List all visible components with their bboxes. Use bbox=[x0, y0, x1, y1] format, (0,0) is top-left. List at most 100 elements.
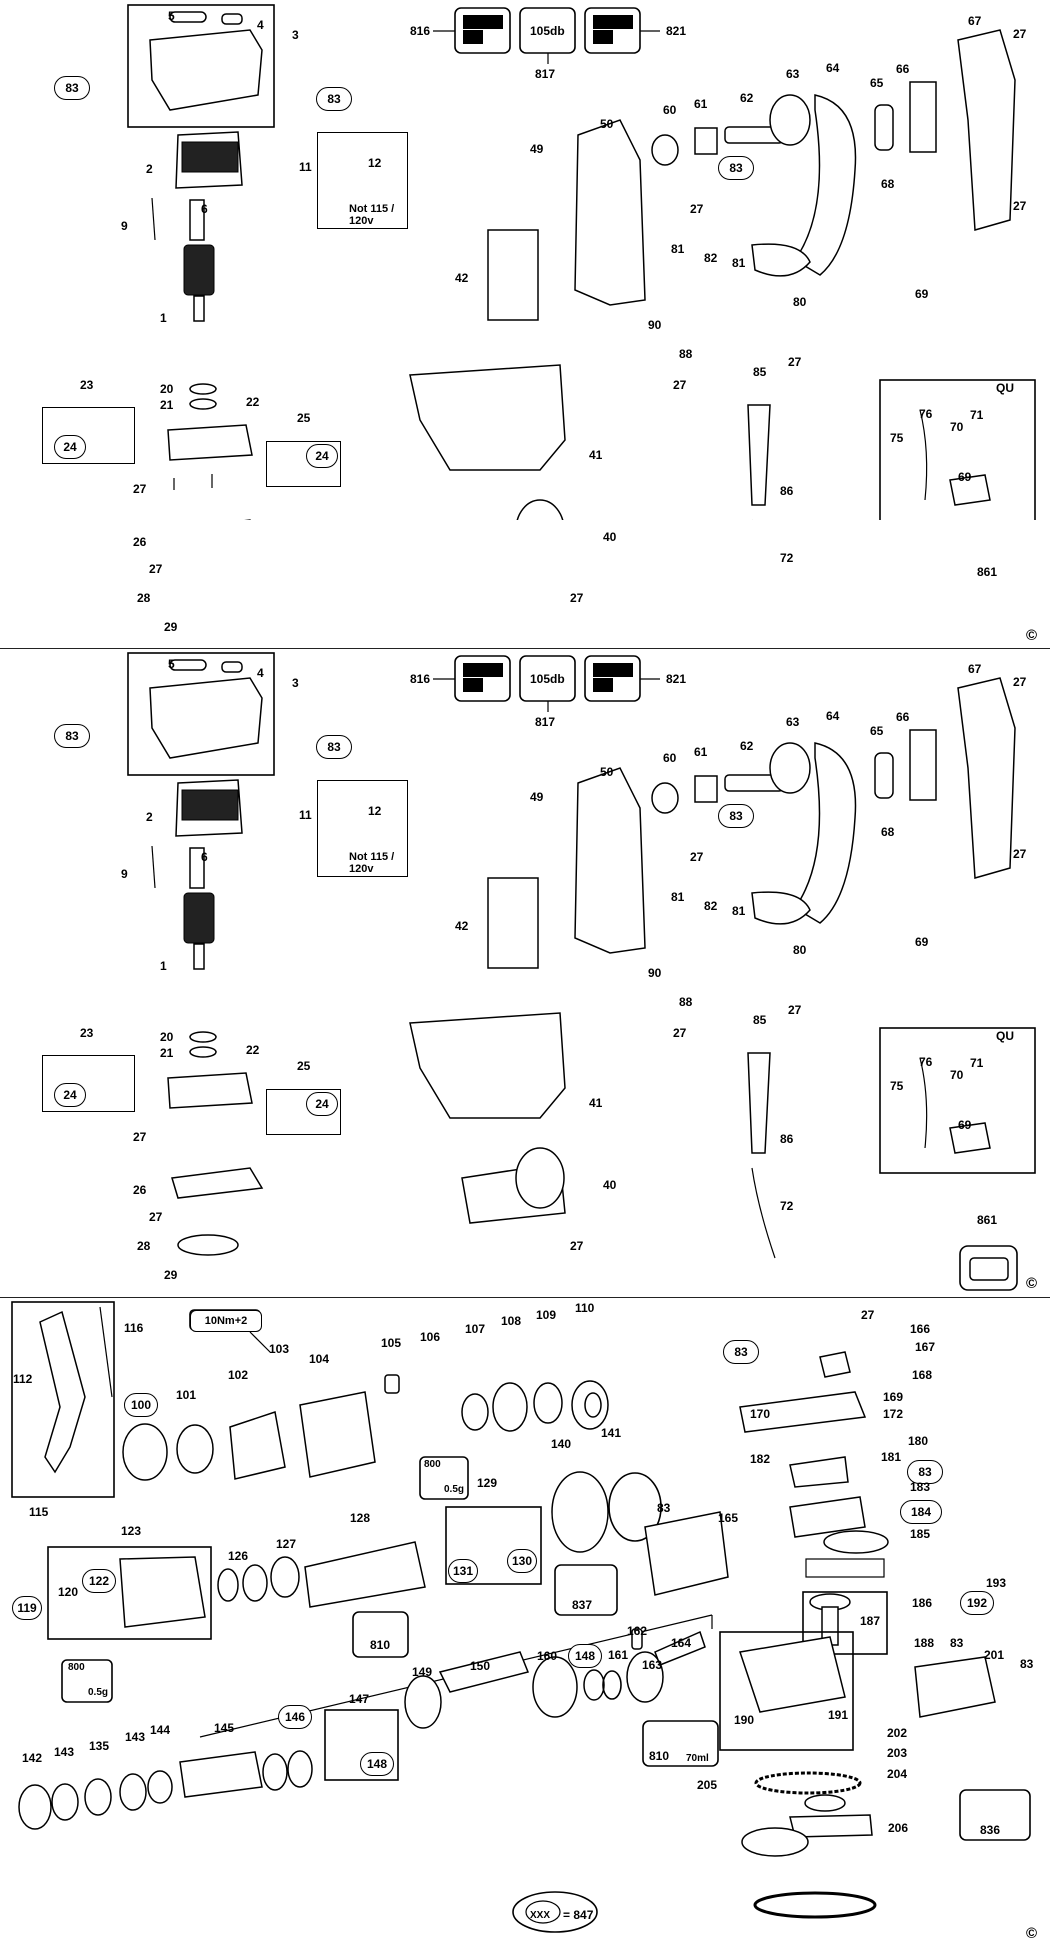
part-85: 85 bbox=[753, 1013, 767, 1027]
part-112: 112 bbox=[13, 1372, 33, 1386]
part-166: 166 bbox=[910, 1322, 931, 1336]
part-106: 106 bbox=[420, 1330, 441, 1344]
part-810: 810 bbox=[370, 1638, 391, 1652]
part-69: 69 bbox=[958, 1118, 972, 1132]
part-29: 29 bbox=[164, 1268, 178, 1282]
part-68: 68 bbox=[881, 825, 895, 839]
part-126: 126 bbox=[228, 1549, 249, 1563]
part-187: 187 bbox=[860, 1614, 881, 1628]
part-69: 69 bbox=[958, 470, 972, 484]
part-72: 72 bbox=[780, 1199, 794, 1213]
part-24-callout: 24 bbox=[54, 1083, 86, 1107]
part-169: 169 bbox=[883, 1390, 904, 1404]
part-27: 27 bbox=[861, 1308, 875, 1322]
part-63: 63 bbox=[786, 715, 800, 729]
part-27: 27 bbox=[1013, 199, 1027, 213]
part-81: 81 bbox=[732, 904, 746, 918]
part-27: 27 bbox=[1013, 675, 1027, 689]
part-148-callout: 148 bbox=[568, 1644, 602, 1668]
part-127: 127 bbox=[276, 1537, 297, 1551]
part-27: 27 bbox=[149, 1210, 163, 1224]
part-108: 108 bbox=[501, 1314, 522, 1328]
part-145: 145 bbox=[214, 1721, 235, 1735]
part-115: 115 bbox=[29, 1505, 49, 1519]
voltage-note: Not 115 / 120v bbox=[349, 203, 395, 227]
part-83-callout: 83 bbox=[907, 1460, 943, 1484]
part-75: 75 bbox=[890, 1079, 904, 1093]
part-149: 149 bbox=[412, 1665, 433, 1679]
part-83-callout: 83 bbox=[718, 804, 754, 828]
part-83-callout: 83 bbox=[718, 156, 754, 180]
part-119-callout: 119 bbox=[12, 1596, 42, 1620]
part-26: 26 bbox=[133, 1183, 147, 1197]
part-188: 188 bbox=[914, 1636, 935, 1650]
part-103: 103 bbox=[269, 1342, 290, 1356]
part-27: 27 bbox=[570, 591, 584, 605]
part-67: 67 bbox=[968, 662, 982, 676]
part-205: 205 bbox=[697, 1778, 718, 1792]
part-62: 62 bbox=[740, 91, 754, 105]
part-147: 147 bbox=[349, 1692, 370, 1706]
part-837: 837 bbox=[572, 1598, 593, 1612]
part-141: 141 bbox=[601, 1426, 622, 1440]
qu-variant-label: QU bbox=[996, 381, 1014, 395]
part-21: 21 bbox=[160, 398, 174, 412]
part-81: 81 bbox=[732, 256, 746, 270]
part-25-box bbox=[266, 1089, 341, 1135]
part-1: 1 bbox=[160, 311, 167, 325]
part-161: 161 bbox=[608, 1648, 629, 1662]
part-27: 27 bbox=[133, 482, 147, 496]
part-9: 9 bbox=[121, 867, 128, 881]
part-76: 76 bbox=[919, 1055, 933, 1069]
part-100-callout: 100 bbox=[124, 1393, 158, 1417]
part-83-callout: 83 bbox=[54, 724, 90, 748]
part-27: 27 bbox=[570, 1239, 584, 1253]
exploded-view-panel-2: 5 4 3 83 83 2 11 12 Not 115 / 120v 9 6 1… bbox=[0, 648, 1050, 1296]
part-81: 81 bbox=[671, 890, 685, 904]
part-86: 86 bbox=[780, 1132, 794, 1146]
part-146-callout: 146 bbox=[278, 1705, 312, 1729]
part-42: 42 bbox=[455, 919, 469, 933]
part-25-box bbox=[266, 441, 341, 487]
part-11: 11 bbox=[299, 160, 312, 174]
part-23-box bbox=[42, 1055, 135, 1112]
part-861: 861 bbox=[977, 1213, 998, 1227]
part-122-callout: 122 bbox=[82, 1569, 116, 1593]
part-83: 83 bbox=[1020, 1657, 1034, 1671]
part-90: 90 bbox=[648, 318, 662, 332]
part-27: 27 bbox=[690, 202, 704, 216]
part-163: 163 bbox=[642, 1658, 663, 1672]
copyright-mark: © bbox=[1026, 627, 1038, 644]
part-26: 26 bbox=[133, 535, 147, 549]
part-49: 49 bbox=[530, 142, 544, 156]
part-61: 61 bbox=[694, 745, 708, 759]
part-123: 123 bbox=[121, 1524, 142, 1538]
part-2: 2 bbox=[146, 162, 153, 176]
part-129: 129 bbox=[477, 1476, 498, 1490]
part-183: 183 bbox=[910, 1480, 931, 1494]
part-204: 204 bbox=[887, 1767, 908, 1781]
part-67: 67 bbox=[968, 14, 982, 28]
part-63: 63 bbox=[786, 67, 800, 81]
part-69: 69 bbox=[915, 287, 929, 301]
part-861: 861 bbox=[977, 565, 998, 579]
part-61: 61 bbox=[694, 97, 708, 111]
part-206: 206 bbox=[888, 1821, 909, 1835]
part-150: 150 bbox=[470, 1659, 491, 1673]
accessory-placeholder: XXX bbox=[530, 1910, 551, 1921]
part-12-box: 12 Not 115 / 120v bbox=[317, 132, 408, 229]
part-9: 9 bbox=[121, 219, 128, 233]
part-22: 22 bbox=[246, 1043, 260, 1057]
part-83: 83 bbox=[950, 1636, 964, 1650]
part-62: 62 bbox=[740, 739, 754, 753]
part-71: 71 bbox=[970, 408, 984, 422]
part-88: 88 bbox=[679, 995, 693, 1009]
lubricant-part: 800 bbox=[424, 1459, 441, 1470]
part-49: 49 bbox=[530, 790, 544, 804]
part-847: = 847 bbox=[563, 1908, 594, 1922]
torque-spec: 10Nm+2 bbox=[190, 1310, 262, 1332]
part-109: 109 bbox=[536, 1308, 557, 1322]
copyright-mark: © bbox=[1026, 1275, 1038, 1292]
part-41: 41 bbox=[589, 1096, 603, 1110]
part-50: 50 bbox=[600, 117, 614, 131]
